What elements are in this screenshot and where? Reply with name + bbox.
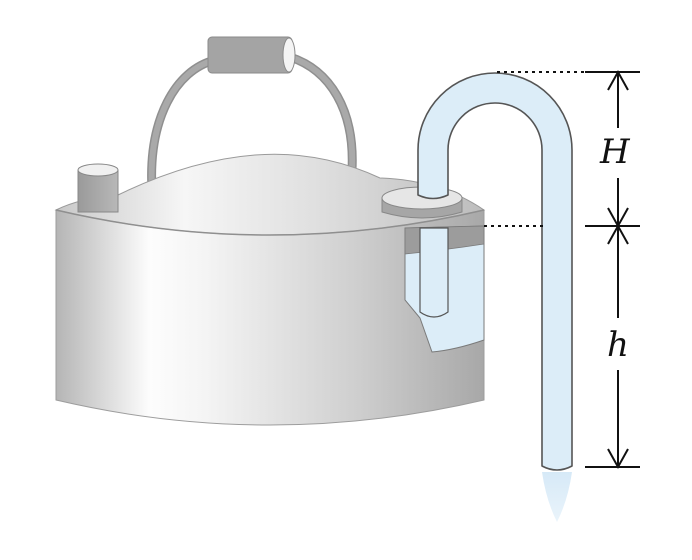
can-spout — [77, 163, 119, 213]
can-body — [54, 153, 486, 426]
can-handle — [147, 36, 357, 245]
dimension-lines — [585, 69, 640, 470]
label-H: H — [599, 132, 631, 172]
label-h: h — [607, 325, 629, 365]
liquid-drip — [542, 472, 572, 522]
siphon-tube — [417, 72, 573, 471]
